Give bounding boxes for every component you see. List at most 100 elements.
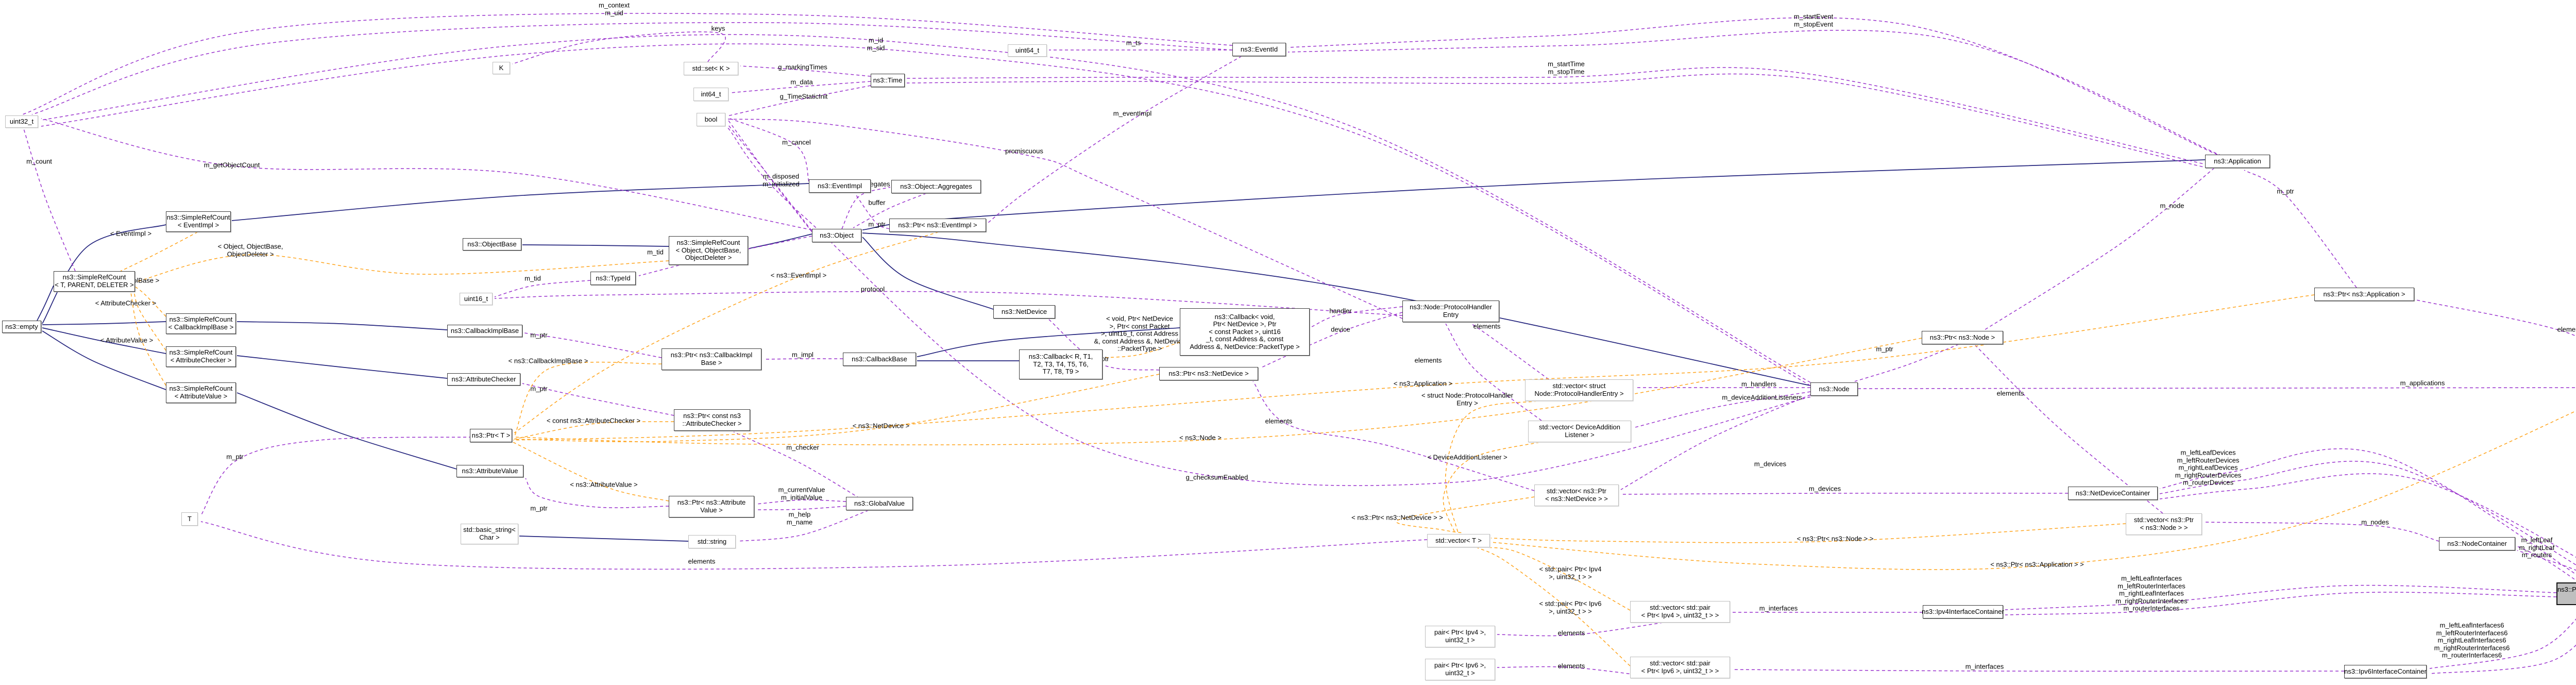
edge-label-line: m_eventImpl (1113, 109, 1152, 118)
class-box-ns3-nodecontainer[interactable]: ns3::NodeContainer (2439, 537, 2515, 550)
class-box-label: ns3::Object (820, 231, 854, 239)
class-box-label: ns3::SimpleRefCount (169, 315, 233, 324)
class-box-ns3-ptr-node[interactable]: ns3::Ptr< ns3::Node > (1922, 331, 2003, 344)
class-box-label: int64_t (701, 90, 721, 98)
edge-label-line: m_impl (792, 350, 814, 359)
edge-label-m-cancel: m_cancel (782, 139, 811, 147)
edge-label-line: m_deviceAdditionListeners (1722, 393, 1802, 402)
inheritance-edge (519, 536, 689, 542)
template-edge (134, 286, 166, 317)
member-edge (2159, 473, 2576, 558)
member-edge (494, 280, 591, 297)
template-edge (130, 292, 166, 386)
class-box-ns3-node[interactable]: ns3::Node (1810, 382, 1858, 396)
member-edge (41, 43, 1811, 386)
class-box-label: < CallbackImplBase > (168, 323, 234, 331)
class-box-simplerefcount-attributevalue[interactable]: ns3::SimpleRefCount< AttributeValue > (166, 382, 236, 403)
edge-label-line: < ns3::CallbackImplBase > (508, 357, 588, 365)
class-box-label: std::set< K > (692, 64, 730, 72)
class-box-ns3-objectbase[interactable]: ns3::ObjectBase (463, 238, 521, 250)
inheritance-edge (862, 232, 1811, 386)
class-box-ns3-attributevalue[interactable]: ns3::AttributeValue (456, 465, 523, 477)
class-box-std-set-k: std::set< K > (684, 62, 738, 75)
class-box-ns3-eventimpl[interactable]: ns3::EventImpl (809, 179, 871, 193)
class-box-ns3-ptr-const-attributechecker[interactable]: ns3::Ptr< const ns3::AttributeChecker > (674, 409, 750, 431)
class-box-ns3-netdevice[interactable]: ns3::NetDevice (993, 305, 1055, 319)
member-edge (2204, 522, 2439, 542)
class-box-label: std::basic_string< (463, 526, 516, 534)
edge-label-m-checker: m_checker (786, 444, 819, 452)
class-box-ns3-application[interactable]: ns3::Application (2205, 155, 2270, 168)
member-edge (853, 193, 927, 228)
class-box-ns3-netdevicecontainer[interactable]: ns3::NetDeviceContainer (2068, 487, 2158, 500)
edge-label-ns3-ptr-ns3-netdevice: < ns3::Ptr< ns3::NetDevice > > (1351, 514, 1443, 522)
edge-label-line: m_ptr (530, 385, 548, 393)
member-edge (1445, 323, 1542, 421)
class-box-t-param: T (181, 512, 198, 526)
edge-label-line: m_leftLeafInterfaces6 (2439, 621, 2504, 629)
class-box-ns3-eventid[interactable]: ns3::EventId (1232, 43, 1286, 56)
edge-label-line: elements (1265, 417, 1293, 425)
class-box-std-string: std::string (688, 535, 736, 548)
class-box-simplerefcount-object[interactable]: ns3::SimpleRefCount< Object, ObjectBase,… (669, 236, 748, 265)
class-box-ns3-ipv4interfacecontainer[interactable]: ns3::Ipv4InterfaceContainer (1922, 605, 2004, 619)
class-box-label: ns3::EventId (1240, 45, 1278, 53)
member-edge (1311, 306, 1403, 327)
member-edge (733, 431, 879, 511)
edge-label-line: m_rightRouterInterfaces6 (2434, 644, 2510, 652)
edge-label-line: m_tid (647, 248, 664, 256)
class-box-label: std::vector< ns3::Ptr (2134, 516, 2194, 524)
class-box-ns3-ptr-eventimpl[interactable]: ns3::Ptr< ns3::EventImpl > (889, 219, 986, 232)
template-edge (1476, 547, 1631, 666)
class-box-ns3-ptr-netdevice[interactable]: ns3::Ptr< ns3::NetDevice > (1159, 367, 1258, 380)
class-box-ns3-callback-void[interactable]: ns3::Callback< void,Ptr< NetDevice >, Pt… (1180, 308, 1310, 356)
class-box-simplerefcount-callbackimplbase[interactable]: ns3::SimpleRefCount< CallbackImplBase > (166, 313, 236, 334)
class-box-ns3-callbackbase[interactable]: ns3::CallbackBase (843, 353, 916, 366)
class-box-ns3-ptr-application[interactable]: ns3::Ptr< ns3::Application > (2314, 288, 2414, 301)
class-box-label: std::vector< std::pair (1650, 604, 1710, 612)
edge-label-line: < std::pair< Ptr< Ipv6 (1539, 599, 1602, 608)
edge-label-m-ptr: m_ptr (2277, 188, 2294, 196)
template-edge (514, 361, 662, 438)
edge-label-eventimpl: < EventImpl > (110, 230, 151, 238)
class-box-simplerefcount-eventimpl[interactable]: ns3::SimpleRefCount< EventImpl > (166, 211, 231, 232)
edge-label-line: m_help (788, 510, 811, 519)
edge-label-line: m_ptr (530, 331, 548, 339)
class-box-ns3-time[interactable]: ns3::Time (871, 74, 905, 87)
class-box-std-vector-ptr-node: std::vector< ns3::Ptr< ns3::Node > > (2126, 513, 2202, 535)
class-box-ns3-globalvalue[interactable]: ns3::GlobalValue (846, 497, 913, 510)
inheritance-edge (231, 183, 809, 221)
class-box-label: ns3::ObjectBase (467, 240, 517, 248)
inheritance-edge (37, 285, 54, 321)
class-box-ns3-ipv6interfacecontainer[interactable]: ns3::Ipv6InterfaceContainer (2344, 665, 2427, 678)
edge-label-m-ptr: m_ptr (226, 453, 243, 461)
edge-label-ns3-netdevice: < ns3::NetDevice > (853, 422, 910, 430)
edge-label-elements: elements (1473, 323, 1501, 331)
class-box-ns3-attributechecker[interactable]: ns3::AttributeChecker (447, 373, 520, 386)
class-box-ns3-object[interactable]: ns3::Object (812, 229, 861, 242)
class-box-ns3-ptr-t[interactable]: ns3::Ptr< T > (470, 429, 512, 442)
edge-label-line: elements (1557, 662, 1585, 670)
template-edge (1396, 496, 1535, 533)
class-box-label: ns3::Object::Aggregates (900, 182, 972, 190)
class-box-label: ns3::Ptr< ns3::Node > (1929, 333, 1995, 341)
class-box-simplerefcount-t-parent-deleter[interactable]: ns3::SimpleRefCount< T, PARENT, DELETER … (54, 271, 135, 292)
class-box-label: ns3::Application (2214, 157, 2261, 165)
member-edge (200, 437, 472, 516)
member-edge (1975, 345, 2163, 514)
class-box-ns3-empty[interactable]: ns3::empty (2, 321, 41, 333)
member-edge (1287, 17, 2218, 155)
class-box-ns3-callbackimplbase[interactable]: ns3::CallbackImplBase (447, 325, 522, 337)
class-box-ns3-callback-r[interactable]: ns3::Callback< R, T1,T2, T3, T4, T5, T6,… (1019, 349, 1103, 379)
class-box-ns3-object-aggregates[interactable]: ns3::Object::Aggregates (891, 180, 981, 193)
edge-label-line: m_cancel (782, 138, 811, 146)
class-box-ns3-typeid[interactable]: ns3::TypeId (590, 272, 636, 285)
template-edge (513, 442, 669, 502)
class-box-simplerefcount-attributechecker[interactable]: ns3::SimpleRefCount< AttributeChecker > (166, 346, 236, 367)
